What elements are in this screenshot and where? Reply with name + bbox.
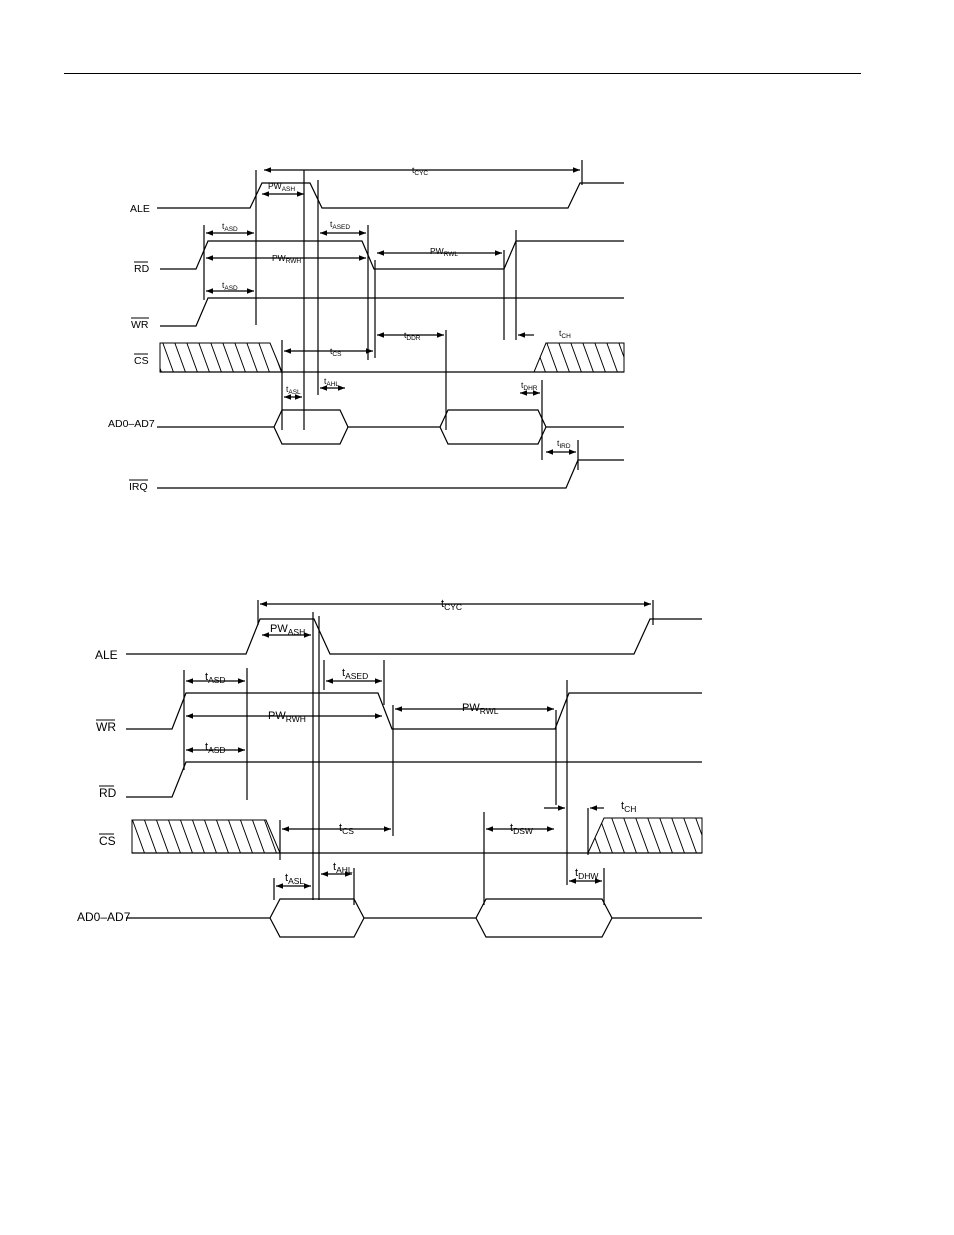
read-cycle-diagram: ALE RD WR CS AD0–AD7 IRQ <box>108 160 624 493</box>
label-t-ch: tCH <box>621 800 636 814</box>
signal-label-ale: ALE <box>95 648 118 662</box>
label-pw-rwh: PWRWH <box>268 710 306 724</box>
label-t-ch: tCH <box>559 328 571 340</box>
signal-label-cs: CS <box>134 355 149 367</box>
label-t-cs: tCS <box>330 346 342 358</box>
waveform-cs <box>132 818 702 853</box>
label-pw-rwh: PWRWH <box>272 253 301 265</box>
label-t-asd-rd: tASD <box>222 221 238 233</box>
label-t-asd-rd: tASD <box>205 741 226 755</box>
waveform-ale <box>157 183 624 208</box>
reference-lines <box>204 160 582 470</box>
waveform-ad <box>157 410 624 444</box>
waveform-rd <box>126 762 702 797</box>
label-pw-ash: PWASH <box>270 623 305 637</box>
label-t-asl: tASL <box>286 384 301 396</box>
label-t-ird: tIRD <box>557 438 571 450</box>
label-t-ddr: tDDR <box>404 330 421 342</box>
label-t-dhr: tDHR <box>521 380 538 392</box>
signal-label-irq: IRQ <box>129 481 148 493</box>
label-t-ahl: tAHL <box>333 861 353 875</box>
label-t-asd-wr: tASD <box>205 671 226 685</box>
label-t-cs: tCS <box>339 822 354 836</box>
signal-label-ad: AD0–AD7 <box>77 910 131 924</box>
waveform-rd <box>160 241 624 269</box>
reference-lines <box>184 600 653 905</box>
label-t-asd-wr: tASD <box>222 280 238 292</box>
label-t-ased: tASED <box>330 219 350 231</box>
label-t-ased: tASED <box>342 667 368 681</box>
label-t-asl: tASL <box>285 872 304 886</box>
label-pw-rwl: PWRWL <box>462 702 499 716</box>
label-t-dsw: tDSW <box>510 822 533 836</box>
waveform-ad <box>126 899 702 937</box>
waveform-wr <box>126 693 702 729</box>
waveform-cs <box>160 343 624 372</box>
signal-label-wr: WR <box>131 319 149 331</box>
signal-label-ad: AD0–AD7 <box>108 418 155 430</box>
signal-label-rd: RD <box>99 786 117 800</box>
label-t-ahl: tAHL <box>324 376 339 388</box>
signal-label-wr: WR <box>96 720 116 734</box>
write-cycle-diagram: ALE WR RD CS AD0–AD7 <box>77 598 702 937</box>
waveform-irq <box>157 460 624 488</box>
label-t-dhw: tDHW <box>575 867 598 881</box>
signal-label-rd: RD <box>134 263 150 275</box>
label-t-cyc: tCYC <box>441 598 462 612</box>
signal-label-ale: ALE <box>130 203 150 215</box>
signal-label-cs: CS <box>99 834 116 848</box>
waveform-wr <box>160 298 624 326</box>
label-t-cyc: tCYC <box>412 165 428 177</box>
waveform-ale <box>126 619 702 654</box>
label-pw-rwl: PWRWL <box>430 246 458 258</box>
